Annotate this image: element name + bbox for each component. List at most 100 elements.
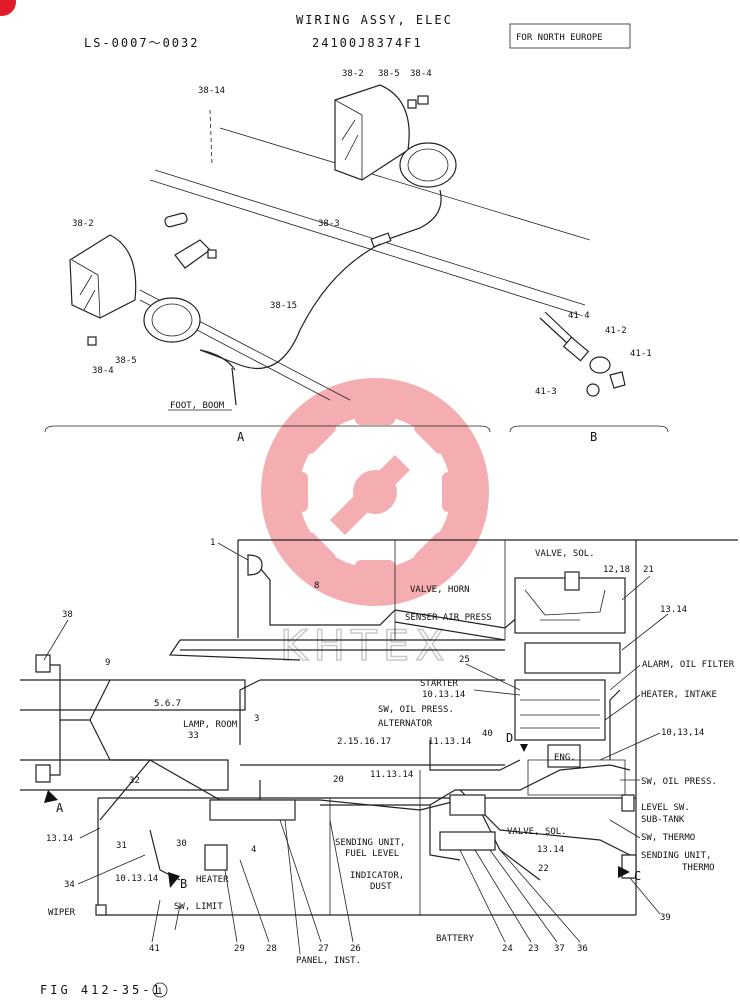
svg-text:A: A bbox=[56, 801, 65, 815]
svg-text:13.14: 13.14 bbox=[537, 845, 564, 855]
svg-text:SENDING UNIT,: SENDING UNIT, bbox=[335, 838, 405, 848]
region-box bbox=[509, 23, 631, 49]
svg-text:SW, THERMO: SW, THERMO bbox=[641, 833, 695, 843]
svg-text:ALTERNATOR: ALTERNATOR bbox=[378, 719, 433, 729]
svg-text:ALARM, OIL FILTER: ALARM, OIL FILTER bbox=[642, 660, 735, 670]
svg-text:13.14: 13.14 bbox=[660, 605, 687, 615]
svg-text:11.13.14: 11.13.14 bbox=[370, 770, 413, 780]
svg-text:38-5: 38-5 bbox=[115, 356, 137, 366]
svg-text:10,13,14: 10,13,14 bbox=[661, 728, 704, 738]
svg-text:41-4: 41-4 bbox=[568, 311, 590, 321]
svg-text:13.14: 13.14 bbox=[46, 834, 73, 844]
svg-text:SENSER AIR PRESS: SENSER AIR PRESS bbox=[405, 613, 492, 623]
svg-text:SUB-TANK: SUB-TANK bbox=[641, 815, 685, 825]
svg-text:FOOT, BOOM: FOOT, BOOM bbox=[170, 401, 225, 411]
svg-text:23: 23 bbox=[528, 944, 539, 954]
svg-text:4: 4 bbox=[251, 845, 256, 855]
svg-text:41-1: 41-1 bbox=[630, 349, 652, 359]
view-b-drawing bbox=[539, 311, 626, 397]
svg-text:VALVE, HORN: VALVE, HORN bbox=[410, 585, 470, 595]
svg-text:39: 39 bbox=[660, 913, 671, 923]
svg-text:38-2: 38-2 bbox=[72, 219, 94, 229]
svg-text:38-3: 38-3 bbox=[318, 219, 340, 229]
figure-circle bbox=[152, 982, 168, 998]
svg-text:ENG.: ENG. bbox=[554, 753, 576, 763]
svg-text:DUST: DUST bbox=[370, 882, 392, 892]
svg-text:38-15: 38-15 bbox=[270, 301, 297, 311]
svg-text:37: 37 bbox=[554, 944, 565, 954]
part-number: 24100J8374F1 bbox=[312, 36, 423, 50]
svg-text:B: B bbox=[180, 877, 189, 891]
svg-text:HEATER: HEATER bbox=[196, 875, 229, 885]
svg-text:8: 8 bbox=[314, 581, 319, 591]
svg-text:36: 36 bbox=[577, 944, 588, 954]
svg-text:12,18: 12,18 bbox=[603, 565, 630, 575]
svg-text:SW, OIL PRESS.: SW, OIL PRESS. bbox=[378, 705, 454, 715]
svg-text:THERMO: THERMO bbox=[682, 863, 715, 873]
svg-text:21: 21 bbox=[643, 565, 654, 575]
svg-text:27: 27 bbox=[318, 944, 329, 954]
view-b-label: B bbox=[590, 430, 599, 444]
svg-text:38-5: 38-5 bbox=[378, 69, 400, 79]
svg-text:34: 34 bbox=[64, 880, 75, 890]
drawing-title: WIRING ASSY, ELEC bbox=[296, 13, 453, 27]
svg-text:38-4: 38-4 bbox=[410, 69, 432, 79]
svg-text:HEATER, INTAKE: HEATER, INTAKE bbox=[641, 690, 717, 700]
view-a-labels: 38-14 38-2 38-5 38-4 38-3 38-2 38-15 38-… bbox=[72, 69, 432, 411]
svg-text:BATTERY: BATTERY bbox=[436, 934, 475, 944]
svg-text:41-3: 41-3 bbox=[535, 387, 557, 397]
svg-text:38: 38 bbox=[62, 610, 73, 620]
svg-text:LEVEL SW.: LEVEL SW. bbox=[641, 803, 690, 813]
svg-text:29: 29 bbox=[234, 944, 245, 954]
view-a-label: A bbox=[237, 430, 246, 444]
view-b-bracket bbox=[509, 425, 669, 433]
svg-text:VALVE, SOL.: VALVE, SOL. bbox=[507, 827, 567, 837]
svg-text:10.13.14: 10.13.14 bbox=[115, 874, 158, 884]
svg-text:25: 25 bbox=[459, 655, 470, 665]
svg-text:41: 41 bbox=[149, 944, 160, 954]
figure-number: FIG 412-35-1 bbox=[40, 983, 163, 997]
svg-text:26: 26 bbox=[350, 944, 361, 954]
svg-text:40: 40 bbox=[482, 729, 493, 739]
view-b-labels: 41-4 41-2 41-1 41-3 bbox=[535, 311, 652, 397]
svg-text:5.6.7: 5.6.7 bbox=[154, 699, 181, 709]
corner-mark bbox=[0, 0, 16, 16]
svg-text:C: C bbox=[634, 869, 643, 883]
svg-text:32: 32 bbox=[129, 776, 140, 786]
svg-text:LAMP, ROOM: LAMP, ROOM bbox=[183, 720, 238, 730]
svg-text:WIPER: WIPER bbox=[48, 908, 76, 918]
watermark-text: KHTEX bbox=[280, 621, 450, 670]
schematic-labels: 1 8 VALVE, SOL. 12,18 21 VALVE, HORN SEN… bbox=[46, 538, 735, 966]
svg-text:41-2: 41-2 bbox=[605, 326, 627, 336]
svg-text:VALVE, SOL.: VALVE, SOL. bbox=[535, 549, 595, 559]
svg-text:3: 3 bbox=[254, 714, 259, 724]
svg-text:2.15.16.17: 2.15.16.17 bbox=[337, 737, 391, 747]
svg-text:38-4: 38-4 bbox=[92, 366, 114, 376]
svg-text:31: 31 bbox=[116, 841, 127, 851]
view-a-drawing bbox=[69, 84, 591, 411]
view-a-bracket bbox=[44, 425, 491, 433]
svg-text:1: 1 bbox=[210, 538, 215, 548]
svg-text:20: 20 bbox=[333, 775, 344, 785]
svg-text:22: 22 bbox=[538, 864, 549, 874]
region-label: FOR NORTH EUROPE bbox=[516, 33, 603, 43]
svg-text:38-2: 38-2 bbox=[342, 69, 364, 79]
svg-text:SW, OIL PRESS.: SW, OIL PRESS. bbox=[641, 777, 717, 787]
svg-text:10.13.14: 10.13.14 bbox=[422, 690, 465, 700]
figure-circled-digit: 1 bbox=[157, 987, 162, 997]
svg-text:PANEL, INST.: PANEL, INST. bbox=[296, 956, 361, 966]
schematic-drawing bbox=[20, 539, 738, 916]
svg-text:D: D bbox=[506, 731, 515, 745]
watermark-logo bbox=[261, 378, 489, 606]
serial-range: LS-0007～0032 bbox=[84, 36, 199, 50]
svg-text:38-14: 38-14 bbox=[198, 86, 225, 96]
svg-text:11.13.14: 11.13.14 bbox=[428, 737, 471, 747]
svg-text:24: 24 bbox=[502, 944, 513, 954]
svg-text:STARTER: STARTER bbox=[420, 679, 459, 689]
svg-text:33: 33 bbox=[188, 731, 199, 741]
leader-lines bbox=[43, 542, 669, 955]
svg-text:INDICATOR,: INDICATOR, bbox=[350, 871, 404, 881]
svg-text:FUEL LEVEL: FUEL LEVEL bbox=[345, 849, 399, 859]
